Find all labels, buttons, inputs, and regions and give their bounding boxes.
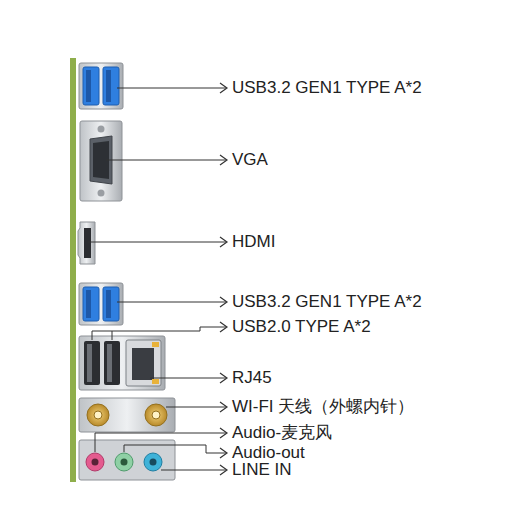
port-label: LINE IN — [232, 460, 292, 480]
port-label: VGA — [232, 150, 268, 170]
leader-arrowheads — [220, 83, 227, 475]
audio-jacks — [79, 440, 175, 480]
port-label: WI-FI 天线（外螺内针） — [232, 397, 414, 417]
leader-lines — [88, 88, 226, 470]
port-label: Audio-麦克风 — [232, 423, 332, 443]
port-label: HDMI — [232, 232, 275, 252]
hdmi-port — [78, 222, 95, 264]
port-label: RJ45 — [232, 368, 272, 388]
usb2-rj45-block — [79, 336, 165, 390]
port-label: USB3.2 GEN1 TYPE A*2 — [232, 292, 422, 312]
pcb-edge — [70, 58, 76, 482]
vga-port — [80, 121, 122, 201]
port-label: USB2.0 TYPE A*2 — [232, 317, 371, 337]
usb3-port — [79, 283, 123, 325]
wifi-antenna-connectors — [79, 398, 175, 432]
usb3-port — [79, 63, 123, 109]
port-label: USB3.2 GEN1 TYPE A*2 — [232, 78, 422, 98]
